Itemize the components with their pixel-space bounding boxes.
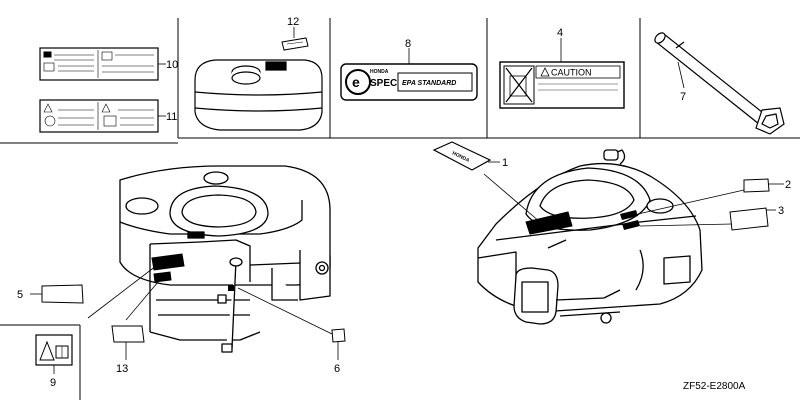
left-engine-decal-3 xyxy=(228,285,234,291)
leader-13a xyxy=(125,281,159,321)
leader-5b xyxy=(87,265,157,319)
callout-12: 12 xyxy=(287,16,299,28)
decal-12 xyxy=(281,37,309,51)
fuel-tank xyxy=(194,59,323,131)
decal-11 xyxy=(39,99,159,133)
espec-text: EPA STANDARD xyxy=(402,80,456,87)
decal-8-espec: e HONDA SPEC EPA STANDARD xyxy=(340,63,478,101)
callout-3: 3 xyxy=(778,205,784,217)
decal-6 xyxy=(331,328,346,343)
callout-11: 11 xyxy=(166,111,177,123)
right-engine-decal-2 xyxy=(620,210,640,230)
engine-right xyxy=(477,149,703,325)
leader-2b xyxy=(637,189,745,215)
left-engine-decal-2 xyxy=(153,271,172,283)
callout-8: 8 xyxy=(405,38,411,50)
decal-2 xyxy=(743,178,770,193)
decal-4-caution: CAUTION xyxy=(499,61,625,109)
callout-2: 2 xyxy=(785,179,791,191)
decal-5 xyxy=(41,284,84,304)
callout-9: 9 xyxy=(50,377,56,389)
caution-text: CAUTION xyxy=(551,68,592,78)
right-engine-decal-1 xyxy=(525,211,573,235)
callout-1: 1 xyxy=(502,157,508,169)
decal-3 xyxy=(729,207,769,231)
drawing-code: ZF52-E2800A xyxy=(683,381,746,392)
espec-logo-mark: e xyxy=(352,74,360,90)
leader-1b xyxy=(483,173,541,223)
engine-left xyxy=(119,165,331,353)
espec-mark: SPEC xyxy=(370,78,397,89)
panel-frame xyxy=(0,18,800,400)
leader-3b xyxy=(639,223,733,227)
leader-6a xyxy=(237,287,333,335)
left-engine-decal-1 xyxy=(151,253,185,271)
callout-7: 7 xyxy=(680,91,686,103)
callout-4: 4 xyxy=(557,27,563,39)
decal-10 xyxy=(39,47,159,81)
callout-5: 5 xyxy=(17,289,23,301)
espec-brand: HONDA xyxy=(370,69,389,75)
callout-13: 13 xyxy=(116,363,128,375)
spark-plug-wrench xyxy=(654,32,785,135)
leader-7 xyxy=(677,61,685,89)
decal-9 xyxy=(35,334,73,366)
callout-10: 10 xyxy=(166,59,178,71)
callout-6: 6 xyxy=(334,363,340,375)
decal-13 xyxy=(111,325,145,343)
decal-1-honda: HONDA xyxy=(432,141,492,171)
